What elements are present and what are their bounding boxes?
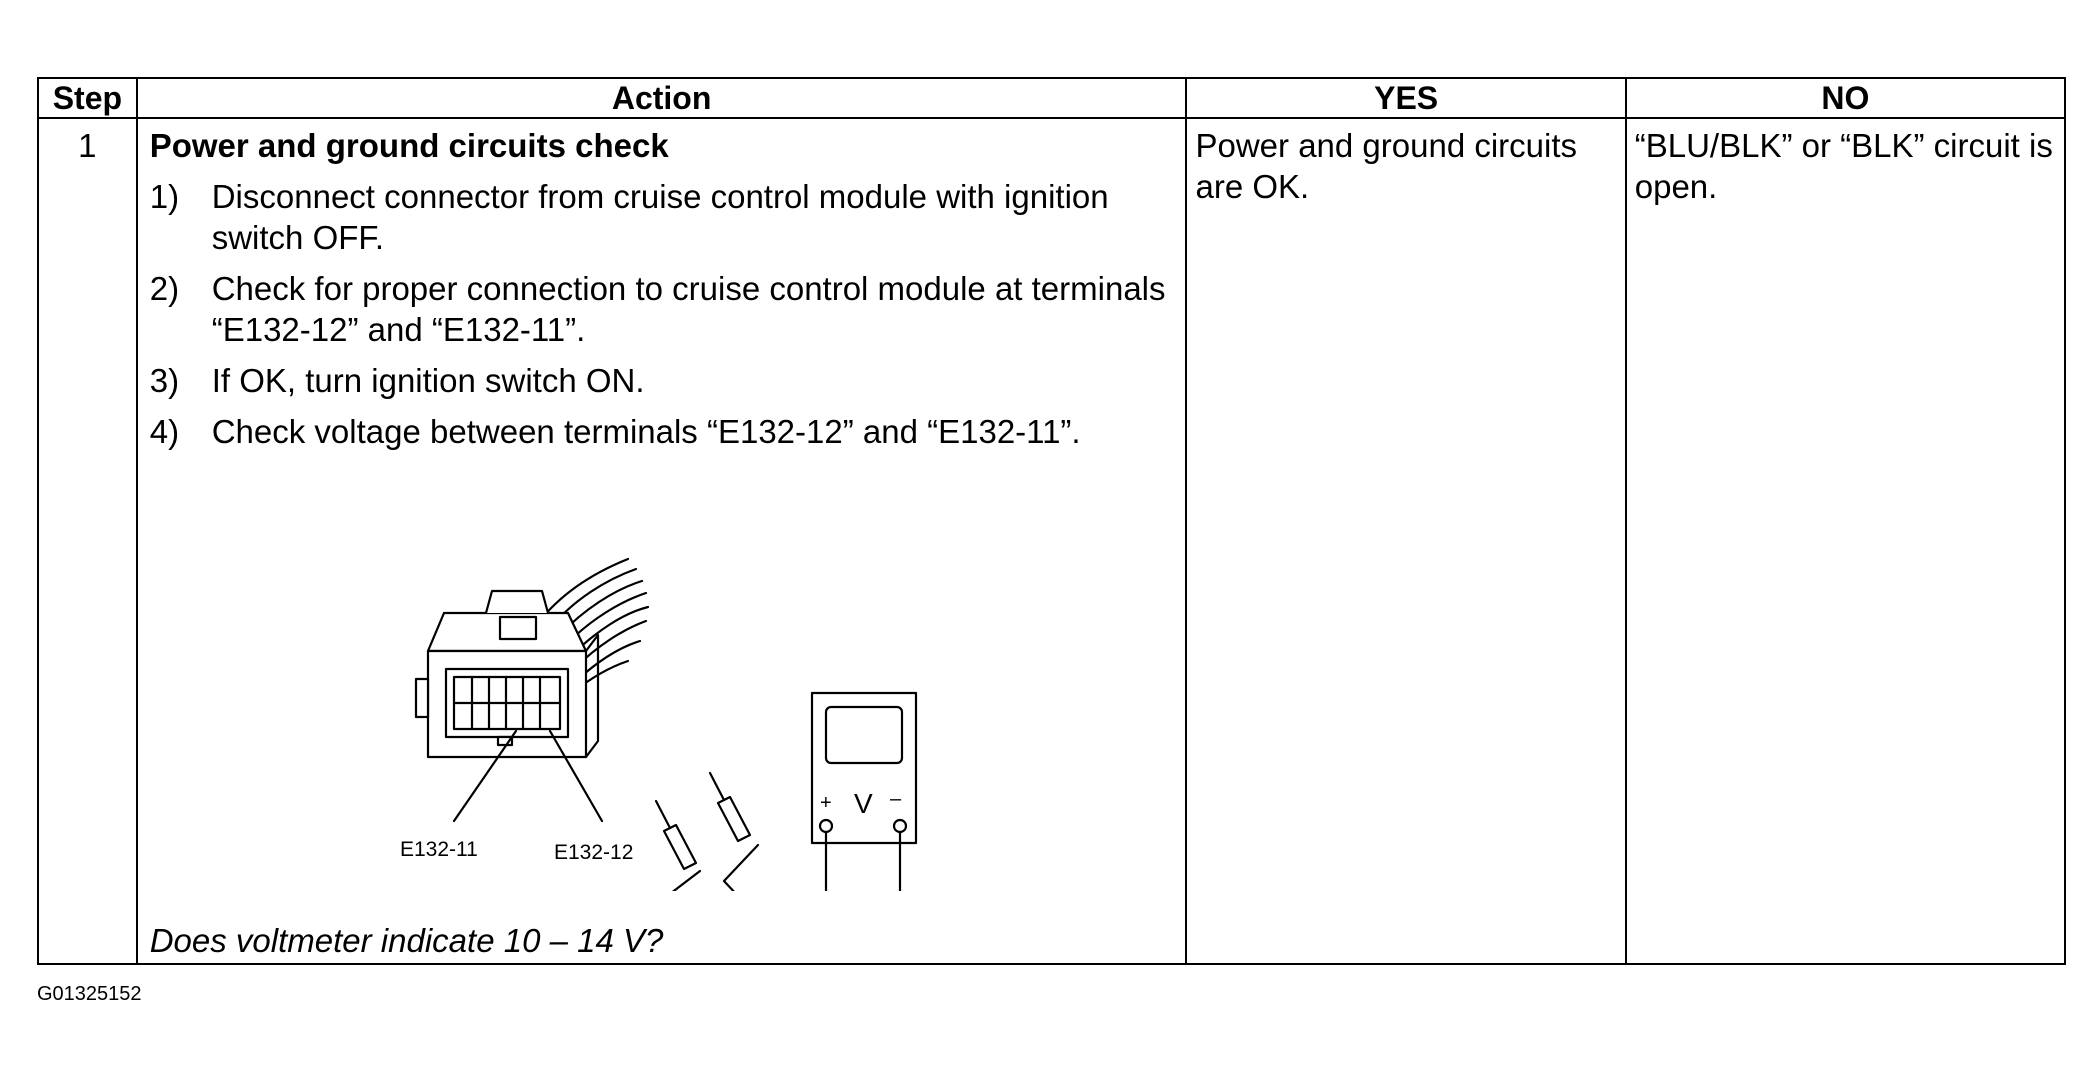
step-question: Does voltmeter indicate 10 – 14 V? (149, 922, 664, 959)
step-title: Power and ground circuits check (149, 127, 669, 164)
connector-icon (414, 589, 599, 759)
probe-icon (654, 771, 751, 871)
leader-line-e132-11 (452, 729, 517, 823)
voltmeter-minus-sign: – (890, 788, 902, 810)
terminal-label-e132-11: E132-11 (400, 838, 478, 861)
substep-text: Check voltage between terminals “E132-12… (211, 413, 1081, 450)
substep-item: 4) Check voltage between terminals “E132… (150, 411, 1174, 452)
header-no: NO (1624, 77, 2067, 119)
substep-item: 1) Disconnect connector from cruise cont… (150, 176, 1174, 258)
substep-text: Check for proper connection to cruise co… (211, 270, 1166, 348)
action-cell: Power and ground circuits check 1) Disco… (135, 117, 1188, 965)
substep-number: 2) (149, 270, 180, 307)
diagnostic-table: Step Action YES NO 1 Power and ground ci… (37, 77, 2067, 965)
substep-number: 4) (149, 413, 180, 450)
substep-item: 2) Check for proper connection to cruise… (150, 268, 1174, 350)
leader-line-e132-12 (548, 729, 603, 823)
table-row: 1 Power and ground circuits check 1) Dis… (37, 117, 2067, 965)
substep-item: 3) If OK, turn ignition switch ON. (150, 360, 1174, 401)
table-header-row: Step Action YES NO (37, 77, 2067, 119)
substep-list: 1) Disconnect connector from cruise cont… (150, 176, 1174, 452)
header-step: Step (37, 77, 138, 119)
substep-text: Disconnect connector from cruise control… (211, 178, 1109, 256)
no-result: “BLU/BLK” or “BLK” circuit is open. (1624, 117, 2067, 965)
substep-number: 3) (149, 362, 180, 399)
voltmeter-unit-label: V (854, 788, 873, 819)
yes-result: Power and ground circuits are OK. (1185, 117, 1627, 965)
substep-number: 1) (149, 178, 180, 215)
voltmeter-icon: + V – (810, 691, 917, 845)
connector-voltmeter-illustration: E132-11 E132-12 + V – (400, 557, 917, 891)
header-yes: YES (1185, 77, 1627, 119)
header-action: Action (135, 77, 1188, 119)
substep-text: If OK, turn ignition switch ON. (211, 362, 645, 399)
voltmeter-plus-sign: + (820, 792, 832, 814)
terminal-label-e132-12: E132-12 (554, 841, 633, 864)
figure-code: G01325152 (37, 983, 142, 1005)
test-leads (671, 830, 901, 891)
step-number: 1 (37, 117, 138, 965)
